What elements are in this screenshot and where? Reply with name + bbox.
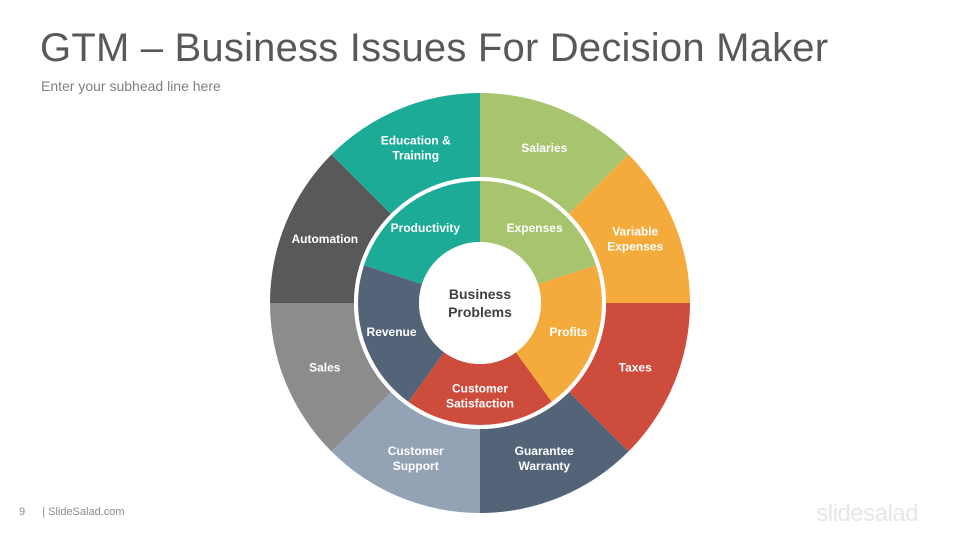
inner-segment-productivity [363,181,480,285]
inner-segment-profits [515,265,602,402]
outer-segment-variable-expenses [569,154,690,303]
page-number: 9 [19,506,26,518]
inner-label-revenue: Revenue [367,325,417,339]
outer-segment-salaries [480,93,629,214]
footer-text: | SlideSalad.com [42,506,125,518]
inner-segment-expenses [480,181,597,285]
outer-label-salaries: Salaries [521,141,567,155]
outer-segment-sales [270,303,391,452]
brand-logo: slidesalad [816,500,918,527]
outer-segment-guarantee-warranty [480,392,629,513]
inner-label-profits: Profits [549,325,587,339]
outer-segment-automation [270,154,391,303]
footer: 9 | SlideSalad.com [19,506,125,518]
outer-label-education-training: Education &Training [381,133,451,162]
outer-label-automation: Automation [291,232,358,246]
inner-label-expenses: Expenses [507,221,563,235]
slide-title: GTM – Business Issues For Decision Maker [40,26,829,70]
inner-segment-revenue [358,265,445,402]
outer-label-taxes: Taxes [619,360,652,374]
outer-segment-customer-support [331,392,480,513]
center-circle [419,242,541,364]
outer-segment-taxes [569,303,690,452]
inner-segment-customer-satisfaction [408,352,552,425]
inner-label-productivity: Productivity [391,221,461,235]
outer-label-sales: Sales [309,360,341,374]
slide-subtitle: Enter your subhead line here [41,78,221,94]
outer-segment-education-training [331,93,480,214]
